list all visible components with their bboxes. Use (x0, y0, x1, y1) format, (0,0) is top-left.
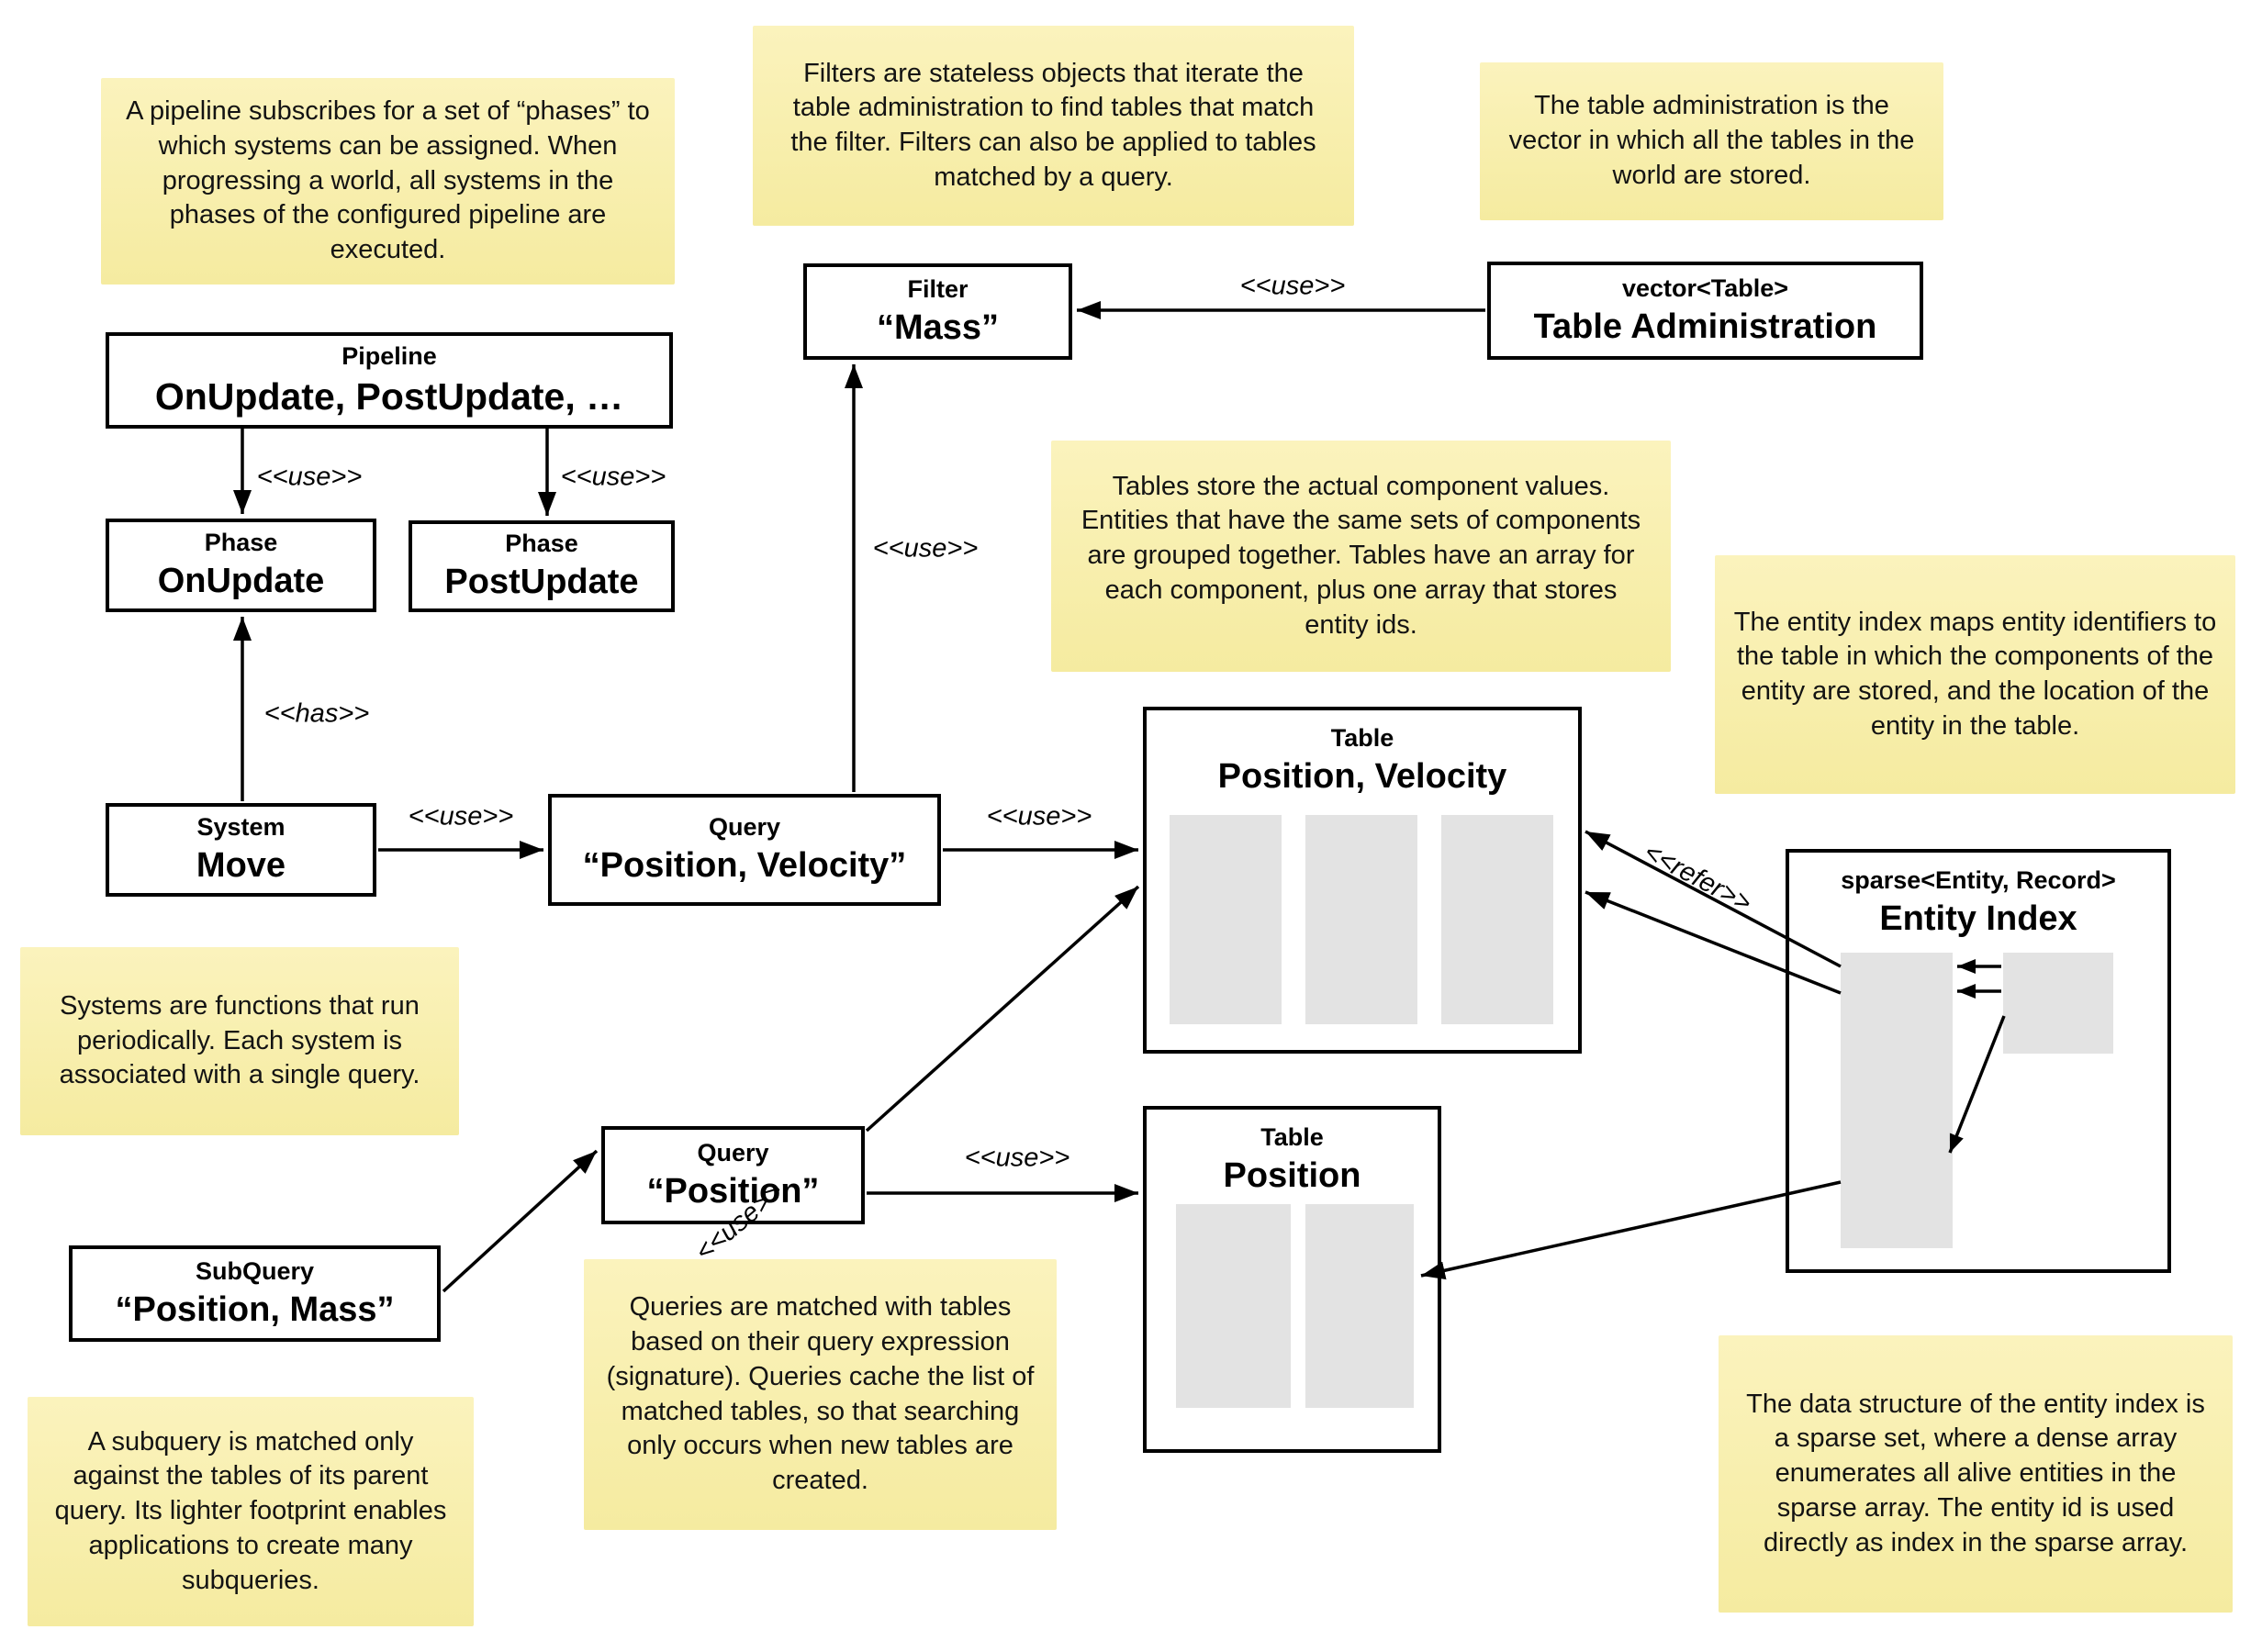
note-sparse-set: The data structure of the entity index i… (1719, 1335, 2233, 1613)
box-query-position-stereotype: Query (697, 1138, 769, 1166)
box-pipeline-name: OnUpdate, PostUpdate, … (154, 374, 624, 418)
box-filter-mass-name: “Mass” (876, 307, 1000, 347)
note-table-administration: The table administration is the vector i… (1480, 62, 1943, 220)
note-table-administration-text: The table administration is the vector i… (1508, 91, 1915, 190)
note-systems-text: Systems are functions that run periodica… (59, 990, 420, 1090)
arrow-queryp-to-table-pv (865, 885, 1140, 1133)
dense-array-slot (2003, 953, 2113, 1054)
edge-label-pipeline-postupdate: <<use>> (560, 462, 666, 492)
box-table-position-velocity-stereotype: Table (1330, 724, 1394, 752)
box-phase-postupdate: Phase PostUpdate (409, 520, 675, 612)
edge-label-system-phase: <<has>> (263, 698, 370, 729)
note-subquery-text: A subquery is matched only against the t… (54, 1426, 447, 1595)
box-system-move: System Move (106, 803, 376, 897)
box-entity-index-stereotype: sparse<Entity, Record> (1841, 866, 2116, 894)
note-entity-index-text: The entity index maps entity identifiers… (1733, 607, 2217, 741)
box-table-position-velocity-name: Position, Velocity (1217, 756, 1507, 796)
note-subquery: A subquery is matched only against the t… (28, 1397, 474, 1626)
box-system-move-stereotype: System (196, 813, 286, 842)
note-sparse-set-text: The data structure of the entity index i… (1746, 1389, 2205, 1557)
note-systems: Systems are functions that run periodica… (20, 947, 459, 1135)
note-tables-text: Tables store the actual component values… (1081, 471, 1641, 640)
edge-label-queryp-tablep: <<use>> (964, 1143, 1070, 1173)
note-queries: Queries are matched with tables based on… (584, 1259, 1057, 1530)
edge-label-system-query: <<use>> (408, 801, 514, 832)
box-subquery-position-mass: SubQuery “Position, Mass” (69, 1245, 441, 1342)
note-pipeline: A pipeline subscribes for a set of “phas… (101, 78, 675, 285)
arrow-subquery-to-query (442, 1149, 599, 1293)
box-phase-onupdate: Phase OnUpdate (106, 519, 376, 612)
box-pipeline: Pipeline OnUpdate, PostUpdate, … (106, 332, 673, 429)
edge-label-query-filter: <<use>> (872, 533, 979, 564)
component-array-slot (1441, 815, 1553, 1024)
box-system-move-name: Move (196, 846, 286, 886)
component-array-slot (1305, 1204, 1414, 1408)
box-query-position-velocity: Query “Position, Velocity” (548, 794, 941, 906)
box-filter-mass: Filter “Mass” (803, 263, 1072, 360)
edge-label-pipeline-onupdate: <<use>> (256, 462, 363, 492)
box-table-administration-name: Table Administration (1533, 307, 1877, 346)
edge-label-query-table: <<use>> (986, 801, 1092, 832)
note-pipeline-text: A pipeline subscribes for a set of “phas… (126, 96, 650, 265)
box-query-position-name: “Position” (646, 1171, 820, 1211)
component-array-slot (1170, 815, 1282, 1024)
box-table-position: Table Position (1143, 1106, 1441, 1453)
box-phase-onupdate-name: OnUpdate (157, 562, 325, 601)
box-query-position: Query “Position” (601, 1126, 865, 1224)
box-pipeline-stereotype: Pipeline (342, 342, 437, 371)
box-phase-onupdate-stereotype: Phase (204, 529, 278, 557)
box-entity-index-name: Entity Index (1879, 899, 2077, 938)
note-tables: Tables store the actual component values… (1051, 441, 1671, 672)
box-subquery-position-mass-stereotype: SubQuery (195, 1256, 315, 1285)
box-phase-postupdate-name: PostUpdate (444, 563, 639, 602)
note-filters-text: Filters are stateless objects that itera… (790, 58, 1316, 192)
sparse-array-slot (1841, 953, 1953, 1248)
arrow-entityindex-to-tablep (1420, 1180, 1842, 1280)
note-queries-text: Queries are matched with tables based on… (606, 1292, 1035, 1495)
box-subquery-position-mass-name: “Position, Mass” (115, 1289, 395, 1329)
box-table-administration-stereotype: vector<Table> (1621, 273, 1789, 302)
box-table-position-velocity: Table Position, Velocity (1143, 707, 1582, 1054)
box-phase-postupdate-stereotype: Phase (505, 530, 578, 558)
component-array-slot (1176, 1204, 1291, 1408)
box-query-position-velocity-stereotype: Query (708, 813, 781, 842)
box-table-administration: vector<Table> Table Administration (1487, 262, 1923, 360)
note-entity-index: The entity index maps entity identifiers… (1715, 555, 2235, 794)
edge-label-entityindex-table: <<refer>> (1639, 837, 1756, 919)
box-table-position-name: Position (1223, 1155, 1361, 1195)
component-array-slot (1305, 815, 1417, 1024)
note-filters: Filters are stateless objects that itera… (753, 26, 1354, 226)
box-filter-mass-stereotype: Filter (907, 274, 969, 303)
box-entity-index: sparse<Entity, Record> Entity Index (1786, 849, 2171, 1273)
box-table-position-stereotype: Table (1260, 1123, 1324, 1151)
box-query-position-velocity-name: “Position, Velocity” (582, 846, 907, 886)
edge-label-admin-filter: <<use>> (1239, 271, 1346, 301)
